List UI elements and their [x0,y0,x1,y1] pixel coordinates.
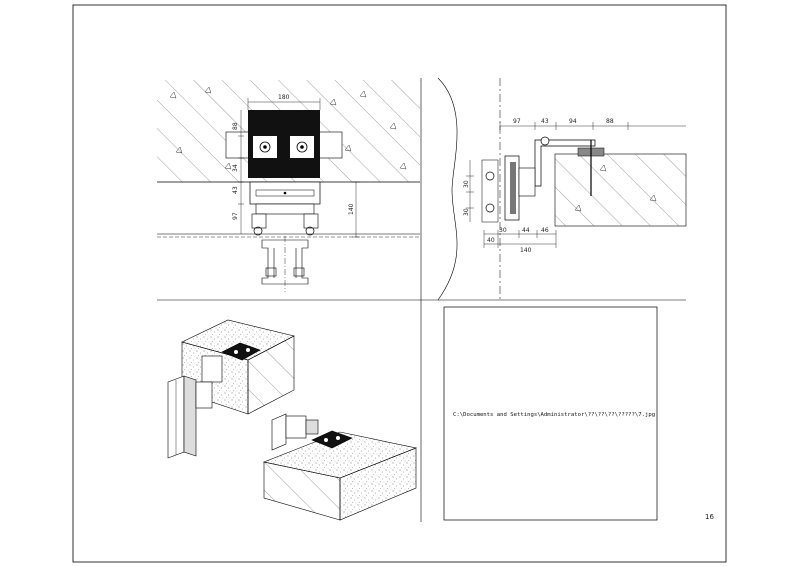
concrete-aggregate-marks [169,86,407,170]
dim-side-43: 43 [232,186,239,194]
image-placeholder-frame [443,306,658,521]
dim-top-43: 43 [541,118,549,125]
bracket-arm [255,203,315,215]
dim-top-97: 97 [513,118,521,125]
dim-top-width: 180 [278,94,290,101]
isometric-view [167,319,418,521]
bolt-left [259,141,271,153]
concrete-block-lower-front [339,447,417,521]
dim-bot-30: 30 [499,227,507,234]
dim-side-upper: 88 [232,122,239,130]
side-section-detail: 97 43 94 88 30 30 30 44 46 40 140 [463,78,687,300]
dim-bot-44: 44 [522,227,530,234]
dim-left-30a: 30 [463,180,470,188]
dim-top-94: 94 [569,118,577,125]
image-caption-path: C:\Documents and Settings\Administrator\… [453,412,655,418]
front-view-detail: 180 88 34 43 97 140 [157,80,420,292]
iso-anchor-plate-upper [221,342,261,361]
dim-bot-140: 140 [520,247,532,254]
dim-left-30b: 30 [463,208,470,216]
page-number: 16 [705,513,714,521]
sheet-border [72,4,727,563]
dim-side-mid: 34 [232,164,239,172]
front-dimension-lines [238,98,360,238]
concrete-slab-side [554,153,687,227]
break-line [437,77,458,301]
iso-anchor-plate-lower [311,430,353,449]
iso-mullion-lower [271,413,287,451]
dim-bot-46: 46 [541,227,549,234]
mullion-profile [261,239,309,285]
dim-side-97: 97 [232,212,239,220]
dim-top-88: 88 [606,118,614,125]
side-dimension-lines [466,122,686,248]
dim-bot-40: 40 [487,237,495,244]
dim-height-140: 140 [348,203,355,215]
bolt-right [296,141,308,153]
